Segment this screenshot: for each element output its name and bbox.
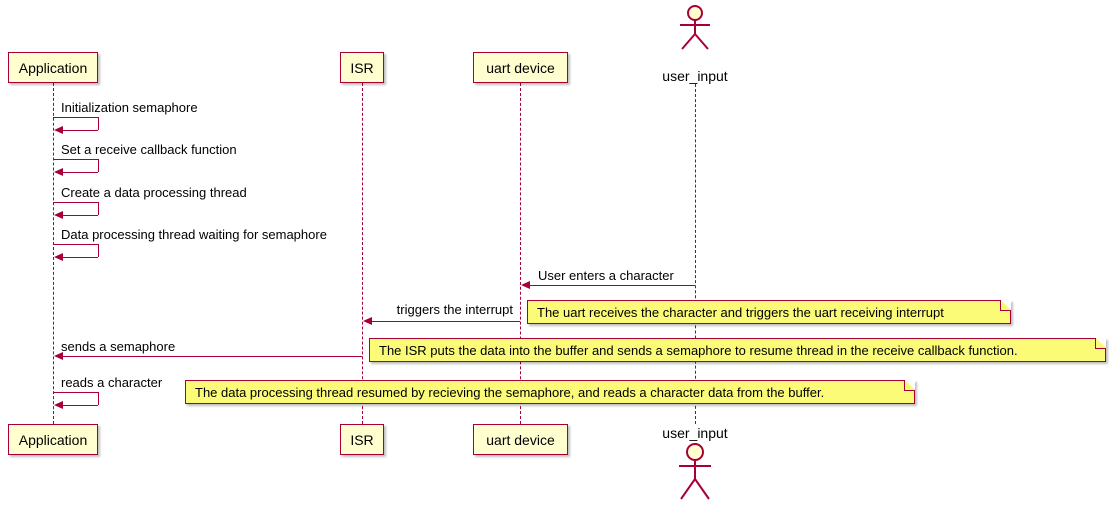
message-label: User enters a character	[538, 268, 674, 283]
lifeline-uart-device	[520, 83, 521, 424]
message-arrowhead	[363, 317, 372, 325]
message-line	[53, 159, 98, 160]
participant-label: Application	[18, 431, 88, 448]
participant-isr-bottom: ISR	[340, 424, 384, 455]
participant-label: Application	[18, 59, 88, 76]
message-line	[53, 202, 98, 203]
message-arrowhead	[54, 401, 63, 409]
message-line	[62, 172, 98, 173]
message-line	[98, 117, 99, 130]
message-line	[371, 321, 520, 322]
note-isr-semaphore: The ISR puts the data into the buffer an…	[369, 338, 1106, 362]
message-label: Data processing thread waiting for semap…	[61, 227, 327, 242]
message-line	[98, 244, 99, 257]
message-line	[529, 285, 695, 286]
lifeline-isr	[362, 83, 363, 424]
note-thread-resumed: The data processing thread resumed by re…	[185, 380, 915, 404]
message-line	[62, 130, 98, 131]
message-line	[98, 159, 99, 172]
message-line	[62, 215, 98, 216]
note-text: The uart receives the character and trig…	[537, 304, 944, 320]
note-uart-interrupt: The uart receives the character and trig…	[527, 300, 1011, 324]
note-text: The ISR puts the data into the buffer an…	[379, 342, 1018, 358]
message-line	[98, 202, 99, 215]
participant-label: ISR	[350, 59, 374, 76]
message-arrowhead	[54, 352, 63, 360]
message-arrowhead	[54, 126, 63, 134]
message-line	[53, 392, 98, 393]
message-arrowhead	[521, 281, 530, 289]
participant-application-top: Application	[8, 52, 98, 83]
message-arrowhead	[54, 168, 63, 176]
participant-uart-device-bottom: uart device	[473, 424, 568, 455]
note-text: The data processing thread resumed by re…	[195, 384, 825, 400]
message-line	[53, 244, 98, 245]
participant-application-bottom: Application	[8, 424, 98, 455]
message-label: reads a character	[61, 375, 163, 390]
message-label: sends a semaphore	[61, 339, 176, 354]
message-line	[98, 392, 99, 405]
message-label: triggers the interrupt	[396, 302, 513, 317]
message-line	[62, 356, 362, 357]
lifeline-user-input	[695, 84, 696, 424]
message-label: Set a receive callback function	[61, 142, 237, 157]
participant-label: ISR	[350, 431, 374, 448]
lifeline-application	[53, 83, 54, 424]
message-line	[53, 117, 98, 118]
actor-user-input-top-label: user_input	[662, 68, 728, 84]
participant-uart-device-top: uart device	[473, 52, 568, 83]
message-arrowhead	[54, 253, 63, 261]
message-label: Initialization semaphore	[61, 100, 198, 115]
participant-label: uart device	[486, 431, 555, 448]
message-label: Create a data processing thread	[61, 185, 247, 200]
message-line	[62, 405, 98, 406]
message-line	[62, 257, 98, 258]
actor-user-input-bottom-label: user_input	[662, 425, 728, 441]
actor-user-input-top-icon	[675, 4, 715, 55]
actor-user-input-bottom-icon	[675, 441, 715, 508]
message-arrowhead	[54, 211, 63, 219]
participant-isr-top: ISR	[340, 52, 384, 83]
participant-label: uart device	[486, 59, 555, 76]
